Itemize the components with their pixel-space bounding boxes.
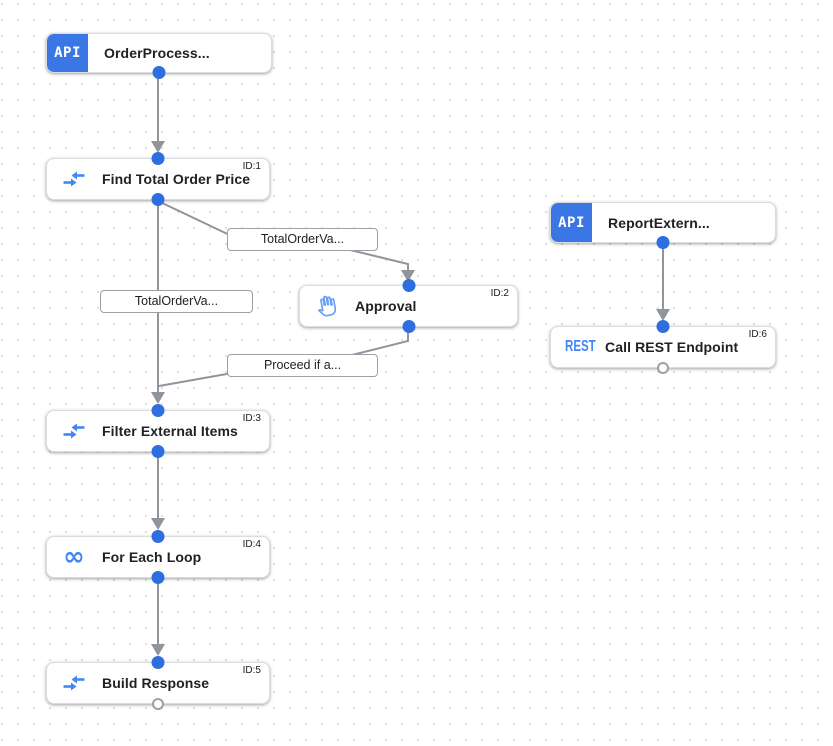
- output-port[interactable]: [657, 362, 669, 374]
- task-label: Call REST Endpoint: [605, 339, 739, 355]
- data-mapping-icon: [61, 166, 87, 192]
- task-label: Approval: [355, 298, 417, 314]
- edge-find-to-approval-a: [157, 200, 239, 240]
- api-trigger-icon: API: [551, 203, 592, 242]
- arrowhead-icon: [151, 392, 165, 404]
- output-port[interactable]: [152, 66, 166, 79]
- trigger-label: OrderProcess...: [104, 45, 210, 61]
- output-port[interactable]: [151, 193, 165, 206]
- edge-approval-to-filter-a: [347, 327, 409, 357]
- node-filter-external-items[interactable]: ID:3 Filter External Items: [46, 404, 270, 458]
- edge-approval-to-filter-b: [158, 371, 239, 387]
- trigger-label: ReportExtern...: [608, 214, 710, 231]
- infinity-glyph: ∞: [63, 542, 85, 572]
- task-id-badge: ID:2: [490, 288, 509, 299]
- input-port[interactable]: [151, 530, 165, 543]
- api-trigger-icon: API: [47, 34, 88, 72]
- edge-label-total-order-value-2[interactable]: TotalOrderVa...: [100, 290, 253, 313]
- edge-label-proceed-if[interactable]: Proceed if a...: [227, 354, 378, 377]
- hand-icon: [314, 293, 340, 319]
- input-port[interactable]: [151, 152, 165, 165]
- task-id-badge: ID:5: [242, 665, 261, 676]
- input-port[interactable]: [402, 279, 415, 292]
- arrowhead-icon: [151, 644, 165, 656]
- node-find-total-order-price[interactable]: ID:1 Find Total Order Price: [46, 152, 270, 206]
- output-port[interactable]: [151, 445, 165, 458]
- data-mapping-icon: [61, 418, 87, 444]
- output-port[interactable]: [152, 698, 164, 710]
- task-label: Filter External Items: [102, 423, 238, 439]
- output-port[interactable]: [656, 236, 670, 249]
- output-port[interactable]: [402, 320, 415, 333]
- node-call-rest-endpoint[interactable]: ID:6 REST Call REST Endpoint: [550, 320, 776, 374]
- input-port[interactable]: [151, 656, 165, 669]
- arrowhead-icon: [656, 309, 670, 321]
- task-id-badge: ID:3: [242, 413, 261, 424]
- node-trigger-orderprocess[interactable]: API OrderProcess...: [46, 33, 272, 79]
- task-label: Build Response: [102, 675, 210, 691]
- task-id-badge: ID:1: [242, 161, 261, 172]
- task-id-badge: ID:4: [242, 539, 261, 550]
- edge-find-to-approval-b: [341, 247, 409, 271]
- data-mapping-icon: [61, 670, 87, 696]
- output-port[interactable]: [151, 571, 165, 584]
- input-port[interactable]: [151, 404, 165, 417]
- arrowhead-icon: [401, 270, 415, 282]
- node-approval[interactable]: ID:2 Approval: [299, 279, 518, 333]
- api-badge-label: API: [54, 45, 81, 61]
- arrowhead-icon: [151, 518, 165, 530]
- edge-label-total-order-value-1[interactable]: TotalOrderVa...: [227, 228, 378, 251]
- node-trigger-reportextern[interactable]: API ReportExtern...: [550, 202, 776, 249]
- node-build-response[interactable]: ID:5 Build Response: [46, 656, 270, 710]
- arrowhead-icon: [151, 141, 165, 153]
- node-for-each-loop[interactable]: ID:4 ∞ For Each Loop: [46, 530, 270, 584]
- infinity-icon: ∞: [61, 544, 87, 570]
- task-id-badge: ID:6: [748, 329, 767, 340]
- task-label: For Each Loop: [102, 549, 202, 565]
- rest-icon: REST: [565, 338, 596, 355]
- input-port[interactable]: [656, 320, 670, 333]
- api-badge-label: API: [558, 214, 585, 231]
- task-label: Find Total Order Price: [102, 171, 251, 187]
